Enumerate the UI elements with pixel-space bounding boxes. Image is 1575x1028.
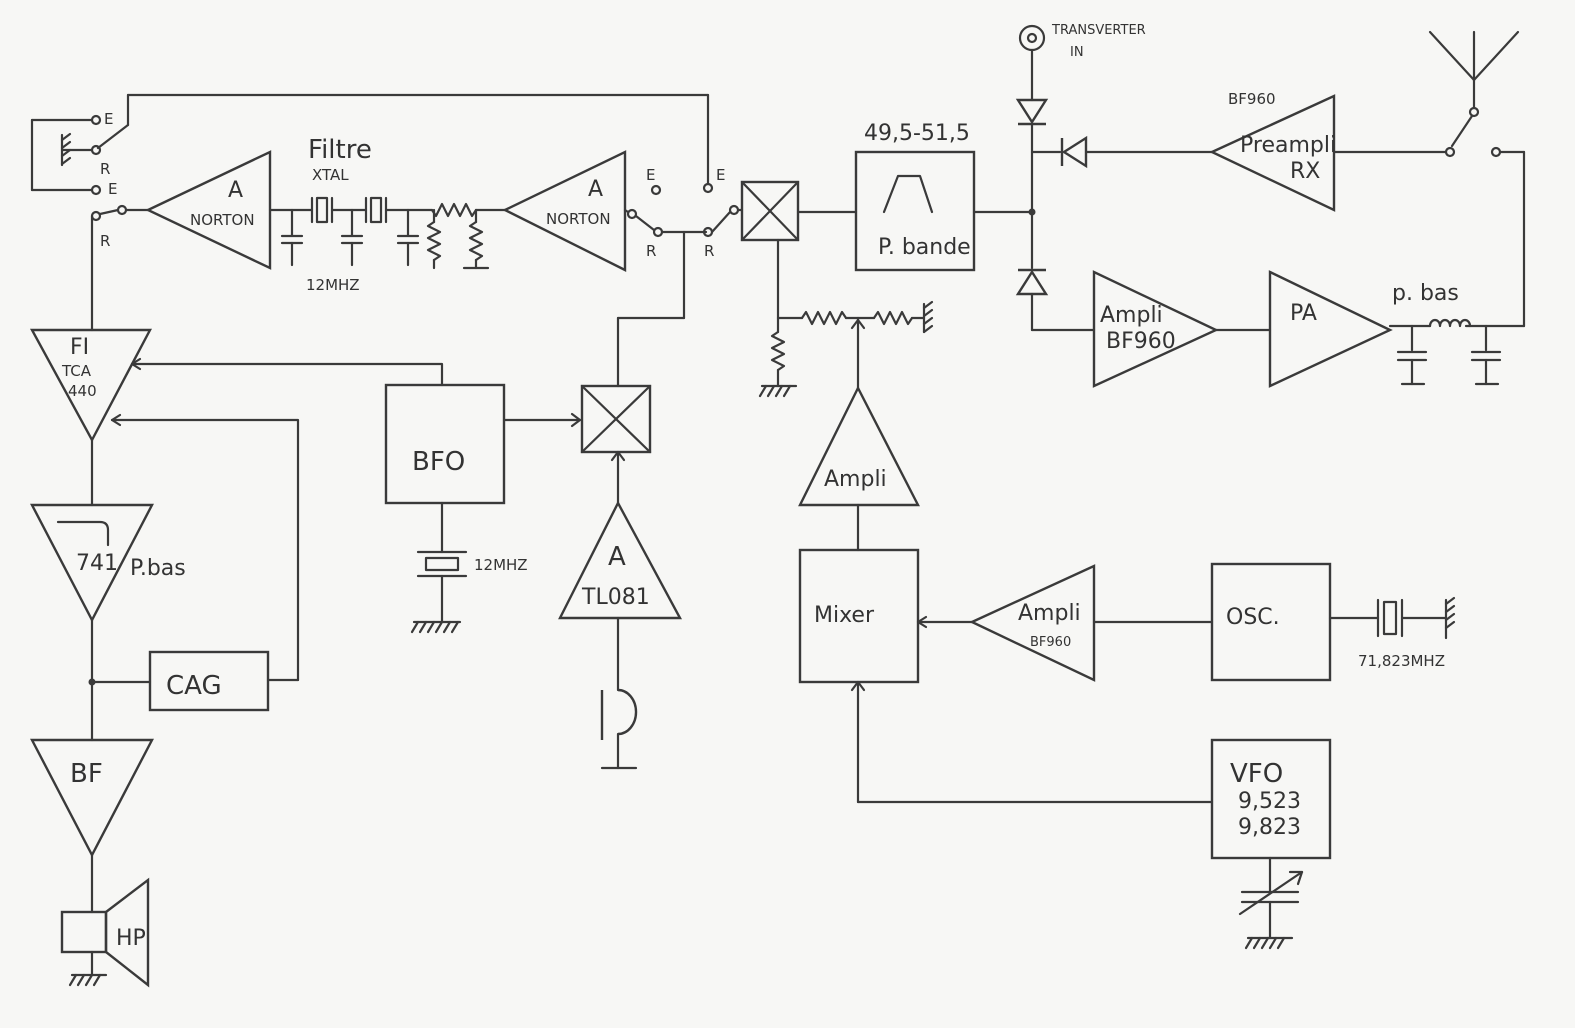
switch-label-e: E xyxy=(108,180,117,198)
lowpass-741-type: P.bas xyxy=(130,556,186,581)
switch-label-e: E xyxy=(716,166,725,184)
antenna-switch xyxy=(1428,30,1526,328)
transverter-label-in: IN xyxy=(1070,45,1084,60)
bfo-label: BFO xyxy=(412,447,465,477)
output-lowpass: p. bas xyxy=(1392,281,1502,386)
bandpass-label: P. bande xyxy=(878,235,971,260)
ampli-bf960-tx: Ampli BF960 xyxy=(1092,270,1272,388)
xtal-filter-freq: 12MHZ xyxy=(306,276,360,294)
fi-label-3: 440 xyxy=(68,382,97,400)
bf-label: BF xyxy=(70,759,103,789)
osc-label: OSC. xyxy=(1226,605,1280,630)
switch-label-r: R xyxy=(704,242,714,260)
vfo-freq-2: 9,823 xyxy=(1238,815,1301,840)
norton-1-letter: A xyxy=(228,178,243,203)
bandpass-range: 49,5-51,5 xyxy=(864,121,970,146)
ampli-tx-label: Ampli xyxy=(824,467,887,492)
lowpass-741: 741 P.bas xyxy=(30,503,186,742)
switch-label-e: E xyxy=(104,110,113,128)
bfo-xtal-freq: 12MHZ xyxy=(474,556,528,574)
mic-amp-letter: A xyxy=(608,542,626,572)
switch-label-r: R xyxy=(100,232,110,250)
speaker: HP xyxy=(60,877,150,988)
mic-amp-tl081: A TL081 xyxy=(558,500,683,692)
ampli-bf960-label: Ampli xyxy=(1100,303,1163,328)
norton-amp-2: A NORTON xyxy=(502,150,627,272)
bfo-block: BFO 12MHZ xyxy=(384,383,582,634)
left-switch-group: E R E R xyxy=(30,93,710,332)
preamp-label: Preampli xyxy=(1240,133,1336,158)
vfo-freq-1: 9,523 xyxy=(1238,789,1301,814)
transverter-label: TRANSVERTER xyxy=(1051,23,1146,38)
cag-block: CAG xyxy=(148,650,300,712)
osc-xtal-freq: 71,823MHZ xyxy=(1358,652,1445,670)
output-lowpass-label: p. bas xyxy=(1392,281,1459,306)
fi-amplifier: FI TCA 440 xyxy=(29,328,444,682)
middle-switches: E R E R xyxy=(616,93,744,388)
vfo-block: VFO 9,523 9,823 xyxy=(1210,738,1332,950)
fi-label-1: FI xyxy=(70,335,89,360)
modulator-mixer xyxy=(580,384,652,505)
xtal-filter-sub: XTAL xyxy=(312,166,349,184)
lowpass-741-label: 741 xyxy=(76,551,118,576)
ampli-bf960-device: BF960 xyxy=(1106,329,1176,354)
norton-amp-1: A NORTON xyxy=(145,150,272,270)
norton-2-name: NORTON xyxy=(546,210,611,228)
norton-2-letter: A xyxy=(588,177,603,202)
preamp-label-rx: RX xyxy=(1290,159,1320,184)
switch-label-e: E xyxy=(646,166,655,184)
tx-rx-mixer xyxy=(740,180,934,398)
switch-label-r: R xyxy=(100,160,110,178)
ampli-osc: Ampli BF960 xyxy=(969,564,1214,682)
mic-amp-name: TL081 xyxy=(581,585,650,610)
power-amplifier: PA xyxy=(1268,270,1432,388)
mixer-label: Mixer xyxy=(814,603,875,628)
xtal-filter-title: Filtre xyxy=(308,135,372,165)
switch-label-r: R xyxy=(646,242,656,260)
cag-label: CAG xyxy=(166,671,222,701)
bf-amplifier: BF xyxy=(30,738,154,914)
norton-1-name: NORTON xyxy=(190,211,255,229)
vfo-mixer: Mixer xyxy=(798,548,1214,804)
microphone xyxy=(600,688,638,770)
transverter-input: TRANSVERTER IN xyxy=(1015,23,1214,332)
pa-label: PA xyxy=(1290,301,1317,326)
xtal-filter: Filtre XTAL 12MHZ xyxy=(268,135,507,294)
hp-label: HP xyxy=(116,926,146,951)
fi-label-2: TCA xyxy=(61,362,92,380)
bandpass-filter: 49,5-51,5 P. bande xyxy=(854,121,1036,272)
ampli-osc-label-1: Ampli xyxy=(1018,601,1081,626)
preamp-device: BF960 xyxy=(1228,90,1276,108)
ampli-tx: Ampli xyxy=(798,385,920,552)
osc-block: OSC. 71,823MHZ xyxy=(1210,562,1456,682)
ampli-osc-label-2: BF960 xyxy=(1030,635,1071,650)
preamp-rx: BF960 Preampli RX xyxy=(1209,90,1448,212)
vfo-label: VFO xyxy=(1230,759,1283,789)
